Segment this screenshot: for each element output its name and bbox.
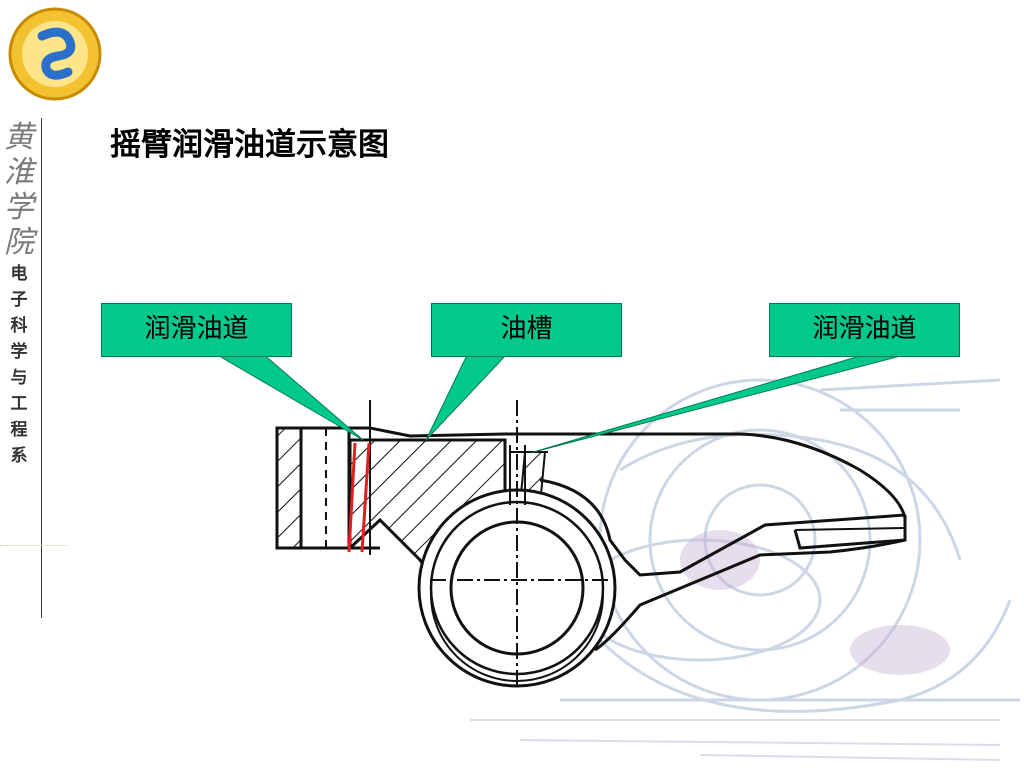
oil-passage-red-1 <box>347 442 357 553</box>
callout-oil-groove: 油槽 <box>431 303 622 357</box>
sidebar-dept-6: 工 <box>10 394 28 414</box>
sidebar-dept-4: 学 <box>10 342 28 362</box>
callout-oil-passage-left: 润滑油道 <box>101 303 292 357</box>
slide-title: 摇臂润滑油道示意图 <box>110 127 389 163</box>
oil-passage-red-2 <box>360 442 371 553</box>
left-end-block <box>275 426 351 550</box>
sidebar-dept-2: 子 <box>10 290 28 310</box>
sidebar-dots <box>0 545 68 546</box>
sidebar-dept-8: 系 <box>10 446 28 466</box>
sidebar-text: 黄 淮 学 院 电 子 科 学 与 工 程 系 <box>2 120 36 468</box>
callout-pointer-2 <box>425 352 510 441</box>
sidebar-divider <box>41 118 42 618</box>
sidebar-cal-4: 院 <box>4 225 34 260</box>
sidebar-cal-2: 淮 <box>4 155 34 190</box>
sidebar-dept-3: 科 <box>10 316 28 336</box>
sidebar-cal-3: 学 <box>4 190 34 225</box>
sidebar-dept-7: 程 <box>10 420 28 440</box>
callout-pointer-3 <box>529 352 913 454</box>
sidebar-dept-5: 与 <box>10 368 28 388</box>
callout-oil-passage-right: 润滑油道 <box>769 303 960 357</box>
sidebar-cal-1: 黄 <box>4 120 34 155</box>
arm-top-outline <box>350 426 907 519</box>
sidebar-dept-1: 电 <box>10 264 28 284</box>
logo-icon <box>8 7 102 101</box>
pivot-bore <box>417 488 617 688</box>
